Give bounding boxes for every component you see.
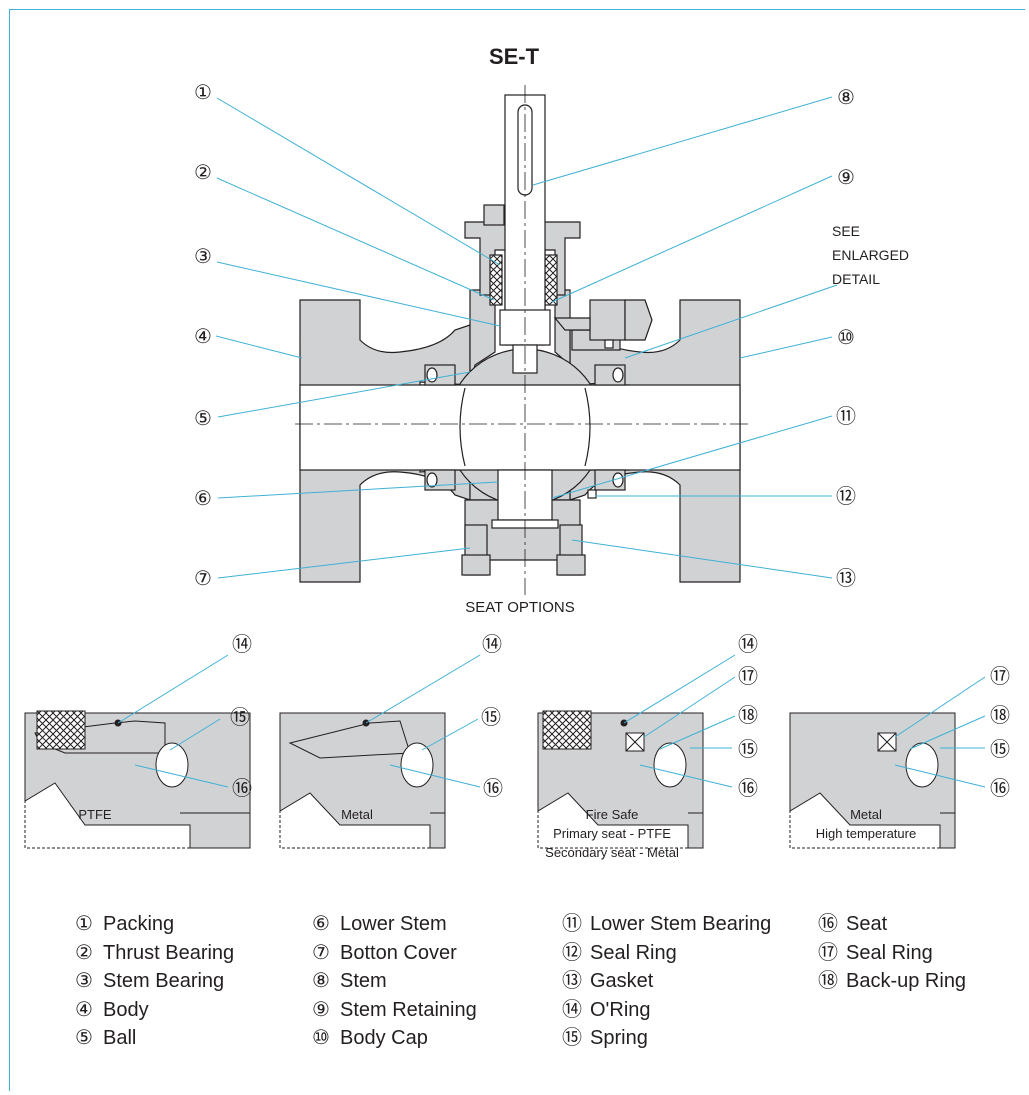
center-lines xyxy=(295,85,750,595)
seat-leader-lines xyxy=(117,654,986,788)
svg-text:Secondary seat - Metal: Secondary seat - Metal xyxy=(545,845,679,860)
seat-options-title: SEAT OPTIONS xyxy=(465,599,574,616)
callout-10: ⑩ xyxy=(837,327,855,349)
svg-text:Primary seat - PTFE: Primary seat - PTFE xyxy=(553,826,671,841)
callout-3: ③ xyxy=(194,246,212,268)
svg-text:⑰: ⑰ xyxy=(990,665,1010,688)
callout-1: ① xyxy=(194,82,212,104)
svg-text:ENLARGED: ENLARGED xyxy=(832,247,909,263)
packing-left xyxy=(489,254,503,306)
callout-8: ⑧ xyxy=(837,87,855,109)
caption-high-temp: Metal xyxy=(850,807,882,822)
callout-4: ④ xyxy=(194,326,212,348)
svg-text:DETAIL: DETAIL xyxy=(832,271,880,287)
valve-diagram: SE-T xyxy=(24,44,1010,860)
see-detail-note: SEE ENLARGED DETAIL xyxy=(832,223,909,287)
seat-callout-labels: ⑭ ⑮ ⑯ ⑭ ⑮ ⑯ ⑭ ⑰ ⑱ ⑮ ⑯ ⑰ ⑱ ⑮ ⑯ xyxy=(230,633,1010,800)
svg-text:⑮: ⑮ xyxy=(481,706,501,729)
callout-12: ⑫ xyxy=(836,485,856,508)
callout-5: ⑤ xyxy=(194,408,212,430)
leader-lines xyxy=(215,96,838,579)
svg-text:⑭: ⑭ xyxy=(232,633,252,656)
callout-6: ⑥ xyxy=(194,488,212,510)
svg-text:⑰: ⑰ xyxy=(738,665,758,688)
seat-option-high-temp xyxy=(789,712,956,849)
svg-text:⑯: ⑯ xyxy=(990,777,1010,800)
svg-text:High temperature: High temperature xyxy=(816,826,916,841)
svg-text:⑱: ⑱ xyxy=(738,704,758,727)
seat-option-metal xyxy=(279,712,446,849)
callout-13: ⑬ xyxy=(836,567,856,590)
caption-metal: Metal xyxy=(341,807,373,822)
packing-right xyxy=(544,254,558,306)
svg-text:⑯: ⑯ xyxy=(483,777,503,800)
caption-fire-safe: Fire Safe xyxy=(586,807,639,822)
callout-2: ② xyxy=(194,162,212,184)
seat-option-fire-safe xyxy=(537,710,704,849)
callout-9: ⑨ xyxy=(837,167,855,189)
callout-11: ⑪ xyxy=(836,405,856,428)
svg-text:⑭: ⑭ xyxy=(738,633,758,656)
callout-7: ⑦ xyxy=(194,568,212,590)
svg-text:⑯: ⑯ xyxy=(738,777,758,800)
svg-text:⑭: ⑭ xyxy=(482,633,502,656)
svg-text:⑯: ⑯ xyxy=(232,777,252,800)
top-bolt xyxy=(483,204,505,226)
caption-ptfe: PTFE xyxy=(78,807,112,822)
valve-assembly xyxy=(299,94,741,583)
svg-text:⑮: ⑮ xyxy=(738,738,758,761)
svg-text:⑮: ⑮ xyxy=(230,706,250,729)
seat-option-ptfe xyxy=(24,710,251,849)
side-bolt xyxy=(589,299,626,341)
svg-text:⑱: ⑱ xyxy=(990,704,1010,727)
svg-text:SEE: SEE xyxy=(832,223,860,239)
seal-ring-mark xyxy=(604,339,614,349)
svg-text:⑮: ⑮ xyxy=(990,738,1010,761)
seat-captions: PTFE Metal Fire Safe Primary seat - PTFE… xyxy=(78,807,916,860)
diagram-title: SE-T xyxy=(489,44,540,69)
page-frame xyxy=(9,9,1025,1091)
callout-labels: ① ② ③ ④ ⑤ ⑥ ⑦ ⑧ ⑨ ⑩ ⑪ ⑫ ⑬ xyxy=(194,82,856,590)
